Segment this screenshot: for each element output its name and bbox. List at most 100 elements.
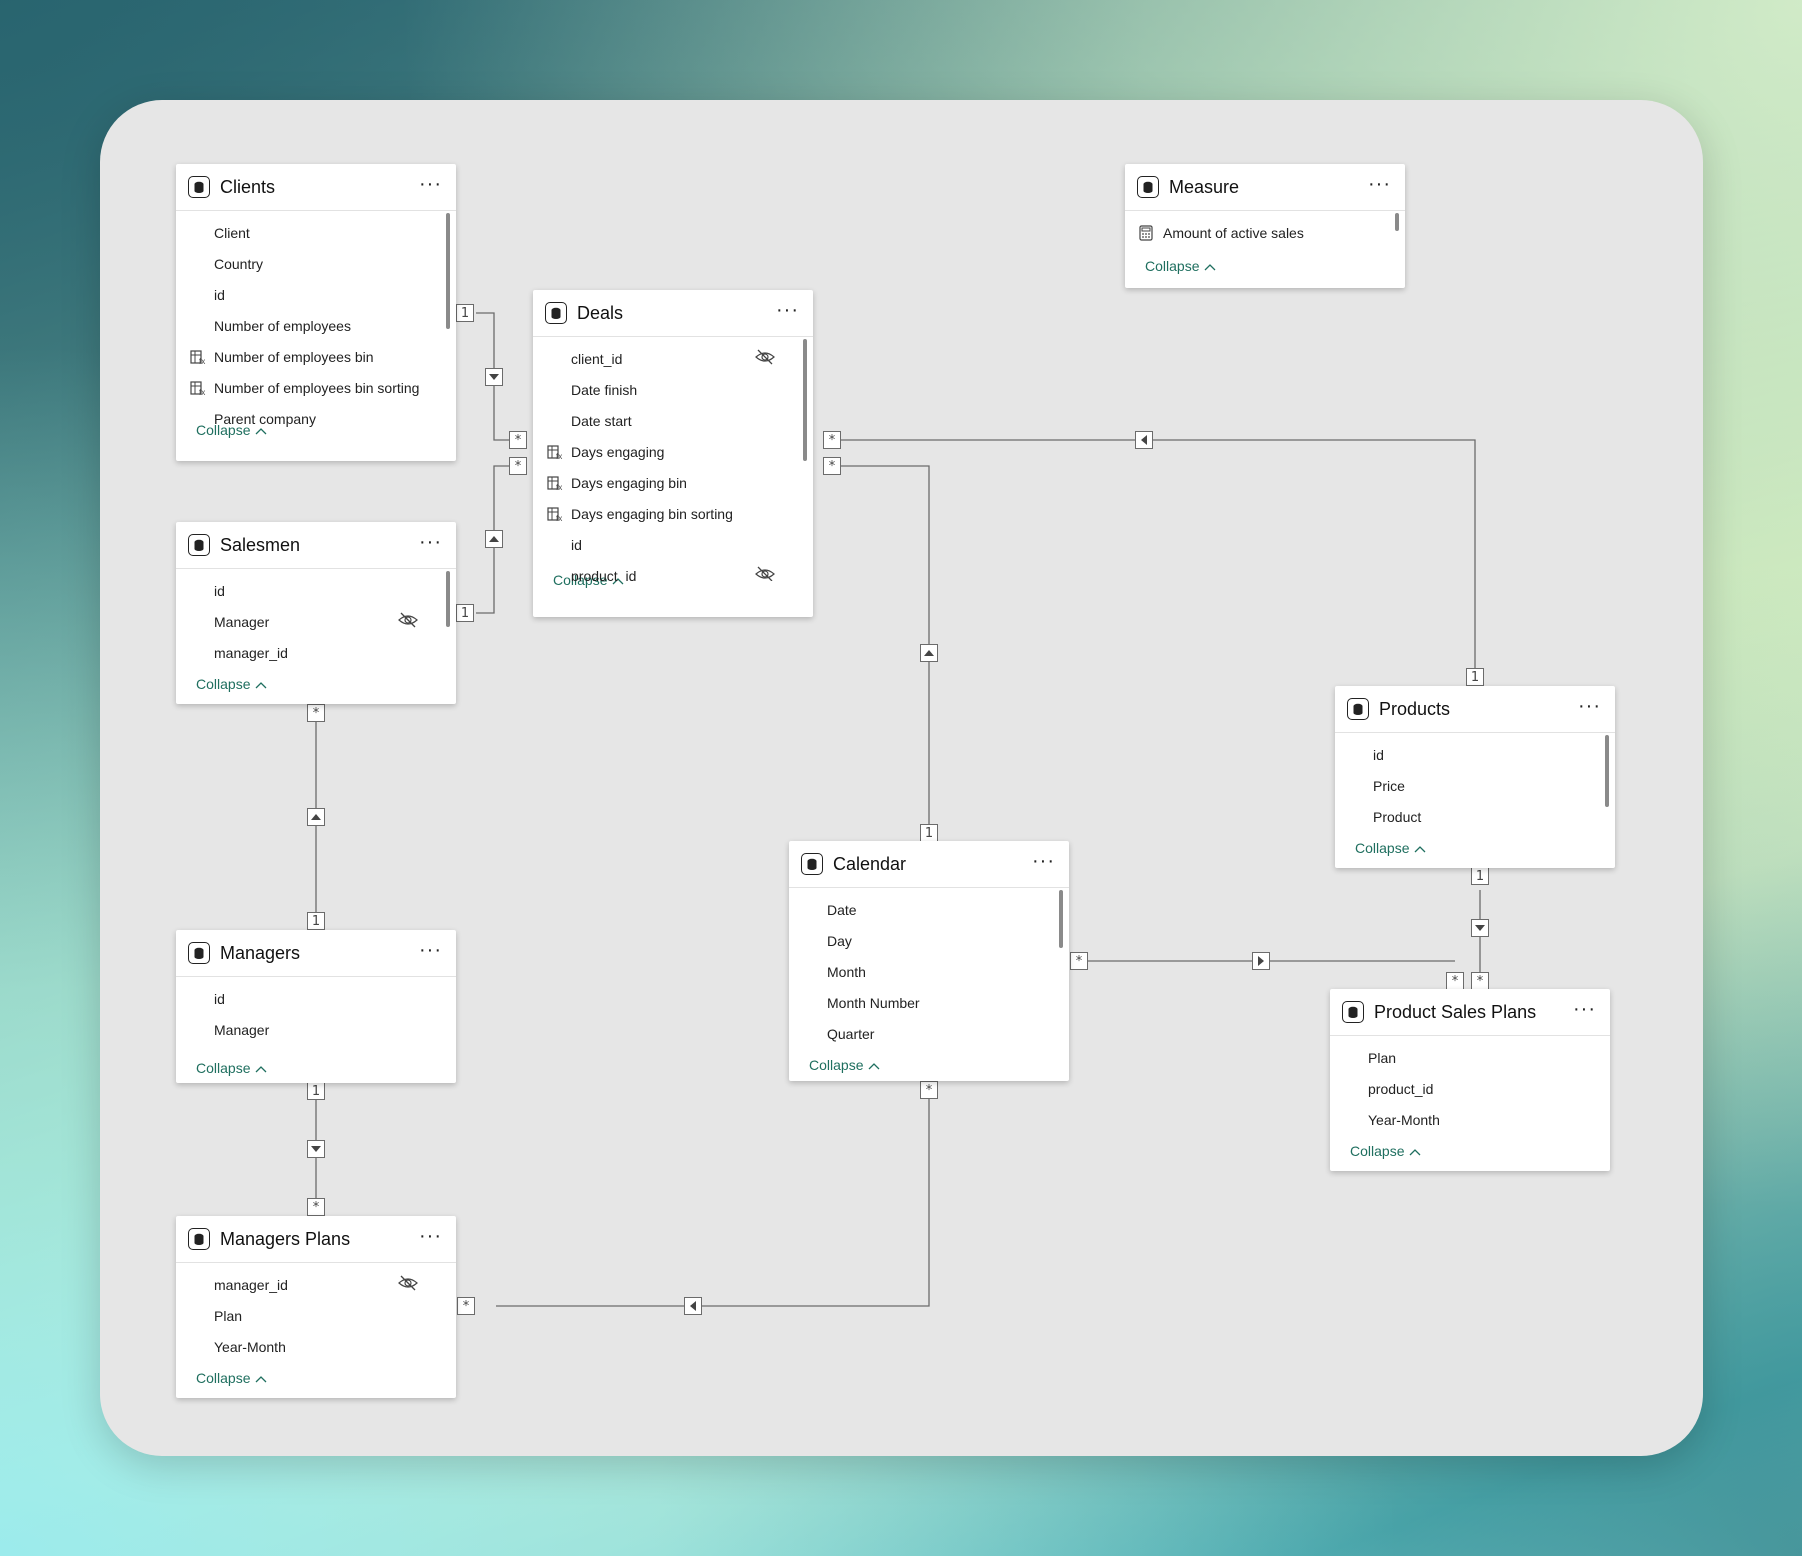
more-options-icon[interactable]: ··· (1573, 998, 1596, 1020)
field-row[interactable]: Plan (1368, 1049, 1397, 1066)
table-header[interactable]: Clients ··· (176, 164, 456, 211)
hidden-eye-icon[interactable] (398, 1275, 418, 1294)
field-row[interactable]: Date (827, 901, 857, 918)
field-row[interactable]: Country (214, 255, 264, 272)
filter-direction-down-icon[interactable] (1471, 919, 1489, 937)
field-row[interactable]: Date finish (571, 381, 638, 398)
table-icon (1137, 176, 1159, 198)
table-card-clients[interactable]: Clients ··· Client Country id Number of … (176, 164, 456, 461)
filter-direction-up-icon[interactable] (307, 808, 325, 826)
field-row[interactable]: manager_id (176, 1269, 456, 1300)
scrollbar[interactable] (446, 571, 450, 627)
scrollbar[interactable] (1605, 735, 1609, 807)
collapse-button[interactable]: Collapse (176, 1365, 456, 1391)
table-card-calendar[interactable]: Calendar ··· Date Day Month Month Number… (789, 841, 1069, 1081)
more-options-icon[interactable]: ··· (776, 299, 799, 321)
table-icon (545, 302, 567, 324)
scrollbar[interactable] (1395, 213, 1399, 231)
scrollbar[interactable] (803, 339, 807, 461)
field-row[interactable]: product_id (533, 560, 813, 581)
collapse-button[interactable]: Collapse (176, 1055, 456, 1081)
field-row[interactable]: Price (1373, 777, 1405, 794)
field-row[interactable]: Date start (571, 412, 632, 429)
table-header[interactable]: Product Sales Plans ··· (1330, 989, 1610, 1036)
collapse-button[interactable]: Collapse (533, 567, 813, 593)
filter-direction-left-icon[interactable] (684, 1297, 702, 1315)
field-row[interactable]: id (214, 582, 225, 599)
table-card-product-sales-plans[interactable]: Product Sales Plans ··· Plan product_id … (1330, 989, 1610, 1171)
collapse-button[interactable]: Collapse (176, 671, 456, 697)
table-header[interactable]: Salesmen ··· (176, 522, 456, 569)
table-header[interactable]: Managers ··· (176, 930, 456, 977)
scrollbar[interactable] (446, 213, 450, 329)
field-row[interactable]: Day (827, 932, 852, 949)
hidden-eye-icon[interactable] (398, 612, 418, 631)
field-row[interactable]: Parent company (214, 410, 316, 427)
more-options-icon[interactable]: ··· (419, 531, 442, 553)
field-row[interactable]: Client (214, 224, 250, 241)
table-header[interactable]: Deals ··· (533, 290, 813, 337)
scrollbar[interactable] (1059, 890, 1063, 948)
filter-direction-up-icon[interactable] (920, 644, 938, 662)
table-header[interactable]: Measure ··· (1125, 164, 1405, 211)
model-canvas[interactable]: 1 * * 1 * * 1 1 * 1 1 * * * * 1 * * C (100, 100, 1703, 1456)
collapse-button[interactable]: Collapse (1330, 1138, 1610, 1164)
table-card-products[interactable]: Products ··· id Price Product Collapse (1335, 686, 1615, 868)
field-row[interactable]: id (214, 990, 225, 1007)
table-card-salesmen[interactable]: Salesmen ··· id Manager manager_id Colla… (176, 522, 456, 704)
field-row[interactable]: manager_id (214, 644, 288, 661)
field-row[interactable]: Product (1373, 808, 1422, 825)
field-row[interactable]: Quarter (827, 1025, 875, 1042)
field-row[interactable]: Month Number (827, 994, 920, 1011)
more-options-icon[interactable]: ··· (419, 1225, 442, 1247)
chevron-up-icon (1204, 258, 1216, 274)
field-row[interactable]: Number of employees (214, 317, 351, 334)
field-row[interactable]: id (214, 286, 225, 303)
table-header[interactable]: Managers Plans ··· (176, 1216, 456, 1263)
hidden-eye-icon[interactable] (755, 349, 775, 368)
field-row[interactable]: id (571, 536, 582, 553)
more-options-icon[interactable]: ··· (419, 173, 442, 195)
collapse-button[interactable]: Collapse (789, 1052, 1069, 1078)
table-card-managers-plans[interactable]: Managers Plans ··· manager_id Plan Year-… (176, 1216, 456, 1398)
field-row[interactable]: client_id (533, 343, 813, 374)
more-options-icon[interactable]: ··· (1368, 173, 1391, 195)
collapse-button[interactable]: Collapse (1125, 253, 1405, 279)
table-icon (188, 534, 210, 556)
chevron-up-icon (255, 422, 267, 438)
hidden-eye-icon[interactable] (755, 566, 775, 581)
field-row[interactable]: Month (827, 963, 866, 980)
collapse-button[interactable]: Collapse (176, 417, 456, 443)
field-row[interactable]: Manager (214, 1021, 270, 1038)
field-row[interactable]: Plan (214, 1307, 243, 1324)
more-options-icon[interactable]: ··· (419, 939, 442, 961)
cardinality-many-marker: * (823, 431, 841, 449)
collapse-button[interactable]: Collapse (1335, 835, 1615, 861)
chevron-up-icon (868, 1057, 880, 1073)
filter-direction-right-icon[interactable] (1252, 952, 1270, 970)
field-row[interactable]: Manager (176, 606, 456, 637)
more-options-icon[interactable]: ··· (1032, 850, 1055, 872)
filter-direction-down-icon[interactable] (307, 1140, 325, 1158)
field-row[interactable]: Year-Month (1368, 1111, 1440, 1128)
filter-direction-up-icon[interactable] (485, 530, 503, 548)
filter-direction-down-icon[interactable] (485, 368, 503, 386)
table-card-deals[interactable]: Deals ··· client_id Date finish Date sta… (533, 290, 813, 617)
table-title: Measure (1169, 176, 1240, 197)
filter-direction-left-icon[interactable] (1135, 431, 1153, 449)
table-header[interactable]: Calendar ··· (789, 841, 1069, 888)
table-card-measure[interactable]: Measure ··· Amount of active sales Colla… (1125, 164, 1405, 288)
field-row[interactable]: id (1373, 746, 1384, 763)
field-row[interactable]: Year-Month (214, 1338, 286, 1355)
field-row[interactable]: Amount of active sales (1125, 217, 1405, 248)
table-card-managers[interactable]: Managers ··· id Manager Collapse (176, 930, 456, 1083)
table-header[interactable]: Products ··· (1335, 686, 1615, 733)
svg-text:fx: fx (556, 514, 562, 522)
field-row[interactable]: product_id (1368, 1080, 1434, 1097)
more-options-icon[interactable]: ··· (1578, 695, 1601, 717)
